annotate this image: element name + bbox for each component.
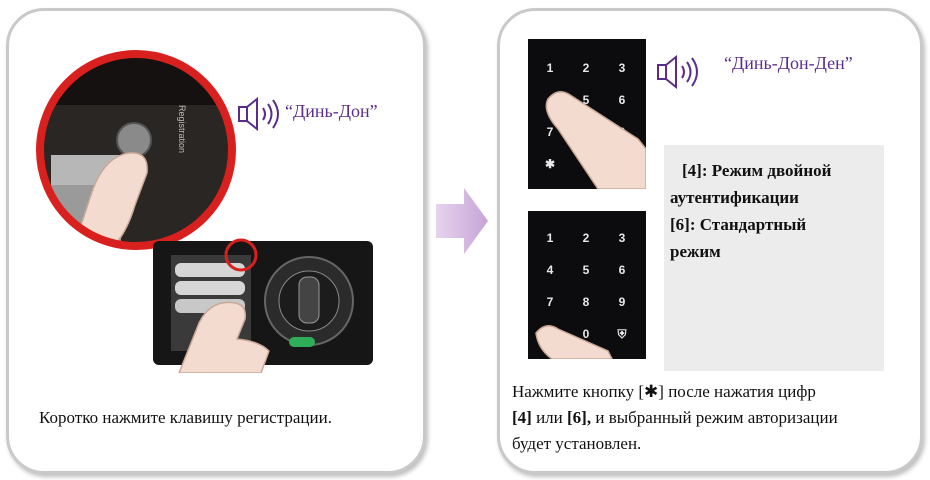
sound-text-ding-dong-den: “Динь-Дон-Ден” [724, 53, 853, 73]
keypad-key: 2 [582, 231, 590, 245]
keypad-key: 2 [582, 61, 590, 75]
finger-pressing-4-illustration [545, 91, 646, 189]
right-instruction-panel: 1 2 3 4 5 6 7 8 9 ✱ 0 “Динь-Дон-Ден” [4]… [497, 8, 923, 474]
info-line-authentication: аутентификации [670, 188, 799, 207]
keypad-key: 1 [546, 231, 554, 245]
keypad-key: 5 [582, 93, 590, 107]
caption-text: ] после нажатия цифр [658, 382, 816, 401]
keypad-top-illustration: 1 2 3 4 5 6 7 8 9 ✱ 0 [528, 39, 646, 189]
next-step-arrow-icon [436, 188, 488, 254]
keypad-bottom-illustration: 1 2 3 4 5 6 7 8 9 ✱ 0 ⛨ [528, 211, 646, 359]
keypad-key: 0 [582, 327, 590, 341]
keypad-key: 1 [546, 61, 554, 75]
speaker-icon [238, 97, 279, 131]
info-line-dual-auth: [4]: Режим двойной [682, 161, 832, 180]
caption-key-4: [4] [512, 408, 532, 427]
registration-label: Registration [177, 105, 187, 153]
info-line-mode: режим [670, 242, 721, 261]
keypad-key: 7 [546, 125, 554, 139]
info-line-standard: [6]: Стандартный [670, 215, 807, 234]
speaker-icon [657, 55, 698, 89]
lock-body-illustration [153, 238, 373, 373]
caption-text: Нажмите кнопку [ [512, 382, 645, 401]
keypad-key: ✱ [544, 157, 556, 171]
caption-key-6: [6], [567, 408, 592, 427]
left-caption: Коротко нажмите клавишу регистрации. [39, 408, 332, 427]
sound-text-ding-dong: “Динь-Дон” [285, 101, 378, 121]
left-instruction-panel: Registration “Динь-Дон” Коротко нажмите … [6, 8, 426, 474]
keypad-key: 6 [618, 93, 626, 107]
keypad-key: 9 [618, 295, 626, 309]
right-caption: Нажмите кнопку [✱] после нажатия цифр [4… [512, 379, 912, 457]
mode-info-box: [4]: Режим двойной аутентификации [6]: С… [664, 145, 884, 371]
keypad-key: 7 [546, 295, 554, 309]
finger-pressing-star-illustration [535, 325, 613, 359]
keypad-key: 4 [546, 263, 554, 277]
keypad-key: 8 [582, 295, 590, 309]
caption-text: и выбранный режим авторизации [591, 408, 838, 427]
caption-text: будет установлен. [512, 434, 642, 453]
keypad-key: 3 [618, 61, 626, 75]
keypad-key: 6 [618, 263, 626, 277]
caption-text: или [531, 408, 568, 427]
keypad-key: 5 [582, 263, 590, 277]
registration-zoom-illustration: Registration [36, 50, 236, 250]
shield-icon: ⛨ [617, 327, 627, 341]
keypad-key: 3 [618, 231, 626, 245]
star-key-icon: ✱ [644, 382, 659, 402]
